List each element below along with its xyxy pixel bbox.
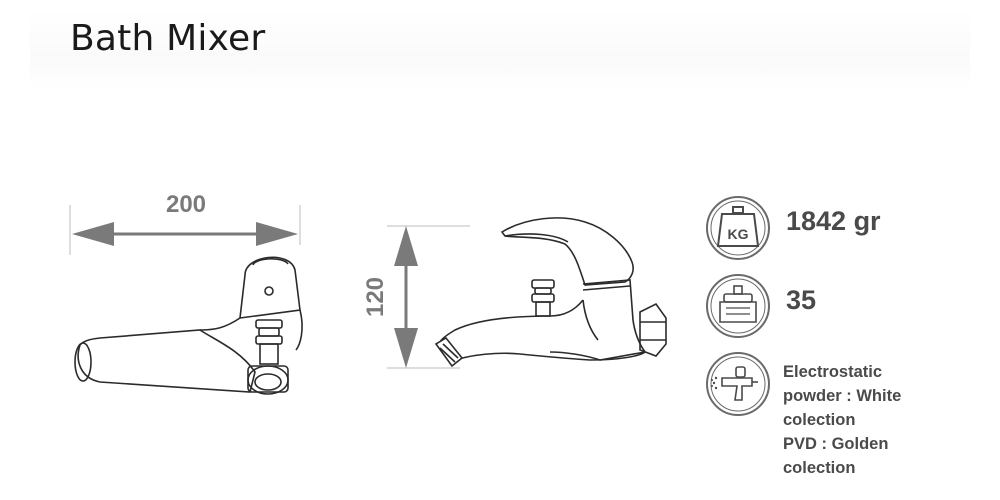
side-view-drawing [434, 217, 667, 368]
height-value: 120 [362, 277, 389, 317]
finish-line: powder : White [783, 387, 902, 405]
finish-line: Electrostatic [783, 363, 883, 381]
cartridge-value: 35 [786, 285, 817, 315]
finish-line: colection [783, 459, 856, 477]
weight-kg-icon: KG [706, 196, 770, 260]
arrow-up-icon [394, 226, 418, 266]
page-title: Bath Mixer [70, 18, 266, 59]
cartridge-icon [706, 274, 770, 338]
height-dimension: 120 [362, 225, 470, 369]
arrow-left-icon [72, 222, 114, 246]
finish-line: colection [783, 411, 856, 429]
title-band [30, 10, 970, 90]
arrow-right-icon [256, 222, 298, 246]
arrow-down-icon [394, 328, 418, 368]
finish-description: Electrostatic powder : White colection P… [783, 360, 953, 480]
spray-gun-icon [706, 352, 770, 416]
width-value: 200 [166, 191, 206, 218]
top-view-drawing [74, 256, 303, 395]
finish-line: PVD : Golden [783, 435, 889, 453]
weight-value: 1842 gr [786, 206, 881, 236]
weight-badge-label: KG [728, 226, 749, 242]
width-dimension: 200 [69, 191, 301, 255]
